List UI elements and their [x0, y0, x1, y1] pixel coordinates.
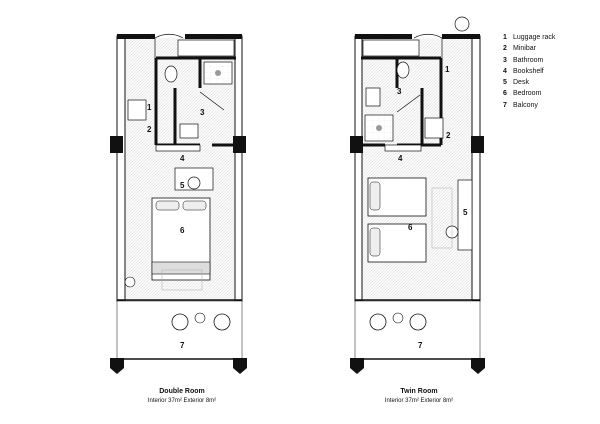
twin-room-caption: Twin Room Interior 37m² Exterior 8m² — [339, 388, 499, 404]
twin-room-label-3: 3 — [397, 87, 402, 96]
double-room-rug — [161, 269, 203, 291]
twin-room-shower-drain — [376, 125, 382, 131]
twin-room-pier-left — [350, 136, 363, 153]
twin-room-bookshelf — [384, 144, 422, 152]
twin-room-left-wall — [354, 35, 363, 302]
twin-room-entry-figure — [454, 16, 470, 32]
legend-label: Minibar — [513, 45, 536, 53]
twin-room-desk — [457, 179, 473, 251]
legend: 1 Luggage rack 2 Minibar 3 Bathroom 4 Booksh… — [503, 32, 555, 111]
double-room-pier-left — [110, 136, 123, 153]
twin-room-closet — [362, 39, 420, 57]
double-room-desk-chair — [187, 176, 201, 190]
twin-room-toilet — [396, 61, 410, 79]
double-room-label-2: 2 — [147, 125, 152, 134]
twin-room-label-4: 4 — [398, 154, 403, 163]
twin-room-plan: 1 2 3 4 5 6 7 — [350, 16, 485, 374]
double-room-left-wall — [116, 35, 126, 302]
double-room-pier-right — [233, 136, 246, 153]
double-room-interior: Interior 37m² — [147, 398, 182, 404]
twin-room-label-5: 5 — [463, 208, 468, 217]
double-room-bookshelf — [155, 144, 201, 152]
twin-room-title: Twin Room — [400, 388, 438, 395]
double-room-plan: 1 2 3 4 5 6 7 — [110, 33, 247, 374]
double-room-balcony-chair-right — [213, 313, 231, 331]
legend-item: 7 Balcony — [503, 100, 555, 111]
twin-room-label-2: 2 — [446, 131, 451, 140]
twin-room-rug — [431, 187, 453, 249]
legend-label: Bookshelf — [513, 67, 544, 75]
twin-room-luggage-rack — [424, 117, 444, 139]
legend-label: Balcony — [513, 101, 538, 109]
double-room-pillow-left — [155, 200, 180, 211]
twin-room-balcony-post-right — [471, 358, 485, 374]
double-room-area: Interior 37m² Exterior 8m² — [102, 398, 262, 404]
double-room-title: Double Room — [159, 388, 205, 395]
double-room-pillow-right — [182, 200, 207, 211]
double-room-right-wall — [234, 35, 243, 302]
double-room-label-6: 6 — [180, 226, 185, 235]
legend-item: 6 Bedroom — [503, 88, 555, 99]
legend-label: Desk — [513, 79, 529, 87]
twin-room-exterior: Exterior 8m² — [420, 398, 454, 404]
double-room-balcony-post-right — [233, 358, 247, 374]
double-room-label-7: 7 — [180, 341, 185, 350]
twin-room-label-1: 1 — [445, 65, 450, 74]
double-room-top-wall-left — [117, 34, 155, 39]
legend-item: 2 Minibar — [503, 43, 555, 54]
double-room-shower-drain — [215, 70, 221, 76]
twin-room-interior: Interior 37m² — [384, 398, 419, 404]
double-room-exterior: Exterior 8m² — [183, 398, 217, 404]
double-room-caption: Double Room Interior 37m² Exterior 8m² — [102, 388, 262, 404]
double-room-closet — [177, 39, 235, 57]
legend-num: 3 — [503, 56, 507, 64]
legend-num: 6 — [503, 90, 507, 98]
double-room-label-4: 4 — [180, 154, 185, 163]
double-room-sink — [179, 123, 199, 139]
twin-room-area: Interior 37m² Exterior 8m² — [339, 398, 499, 404]
legend-num: 1 — [503, 34, 507, 41]
double-room-bed-bench — [151, 261, 211, 275]
legend-item: 1 Luggage rack — [503, 32, 555, 43]
double-room-label-5: 5 — [180, 181, 185, 190]
legend-item: 4 Bookshelf — [503, 66, 555, 77]
double-room-label-3: 3 — [200, 108, 205, 117]
legend-num: 4 — [503, 67, 507, 75]
double-room-label-1: 1 — [147, 103, 152, 112]
twin-room-sink — [365, 87, 381, 107]
twin-room-balcony-chair-right — [409, 313, 427, 331]
twin-room-balcony-chair-left — [369, 313, 387, 331]
legend-item: 5 Desk — [503, 77, 555, 88]
twin-room-pier-right — [471, 136, 484, 153]
legend-label: Luggage rack — [513, 34, 556, 41]
twin-room-top-wall-right — [442, 34, 480, 39]
legend-num: 2 — [503, 45, 507, 53]
twin-room-right-wall — [471, 35, 481, 302]
legend-num: 5 — [503, 79, 507, 87]
legend-item: 3 Bathroom — [503, 55, 555, 66]
twin-room-shower — [364, 114, 394, 142]
twin-room-bath-door — [396, 94, 421, 113]
double-room-balcony-table — [194, 312, 206, 324]
twin-room-bed-1-pillow — [369, 181, 381, 211]
double-room-toilet — [164, 65, 178, 83]
double-room-lamp — [124, 276, 136, 288]
double-room-top-wall-right — [185, 34, 242, 39]
twin-room-top-wall-left — [355, 34, 412, 39]
twin-room-balcony-table — [392, 312, 404, 324]
legend-label: Bedroom — [513, 90, 542, 98]
legend-label: Bathroom — [513, 56, 544, 64]
twin-room-balcony-post-left — [350, 358, 364, 374]
double-room-bath-door — [199, 91, 225, 111]
legend-num: 7 — [503, 101, 507, 109]
twin-room-label-7: 7 — [418, 341, 423, 350]
double-room-balcony-post-left — [110, 358, 124, 374]
twin-room-bed-2-pillow — [369, 227, 381, 257]
double-room-balcony-chair-left — [171, 313, 189, 331]
twin-room-label-6: 6 — [408, 223, 413, 232]
double-room-luggage-rack — [127, 99, 147, 121]
